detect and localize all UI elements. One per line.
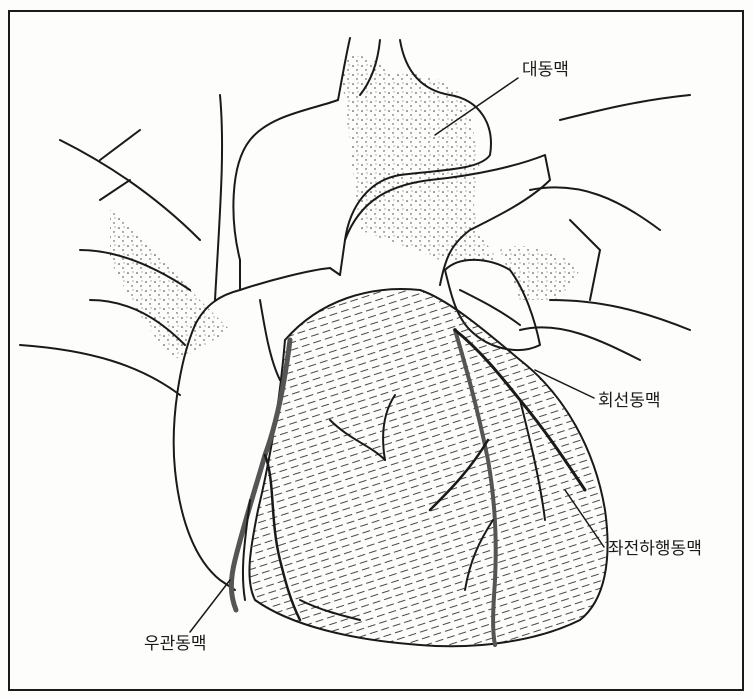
- pulmonary-vessel-right-1: [560, 95, 690, 120]
- label-right-coronary-artery: 우관동맥: [144, 636, 207, 653]
- aorta-left-wall: [233, 38, 350, 290]
- vena-cava-left-edge: [215, 95, 222, 300]
- pulmonary-vessel-left-6: [20, 345, 180, 395]
- pulmonary-vessel-left-3: [100, 180, 130, 200]
- background-tissue-left: [110, 210, 230, 360]
- label-aorta: 대동맥: [522, 62, 569, 79]
- pulmonary-vessel-right-3: [550, 300, 690, 330]
- label-circumflex-artery: 회선동맥: [598, 393, 661, 410]
- ventricle-outline: [249, 289, 607, 646]
- label-left-anterior-descending-artery: 좌전하행동맥: [608, 541, 702, 558]
- leader-rca: [190, 580, 230, 632]
- pulmonary-vessel-left-1: [60, 140, 200, 240]
- pulmonary-vessel-right-5: [570, 220, 600, 300]
- background-tissue-upper: [340, 56, 500, 260]
- pulmonary-vessel-right-2: [530, 187, 660, 230]
- pulmonary-vessel-left-2: [100, 130, 140, 160]
- atrial-line: [260, 300, 280, 380]
- right-atrium-top: [240, 268, 340, 290]
